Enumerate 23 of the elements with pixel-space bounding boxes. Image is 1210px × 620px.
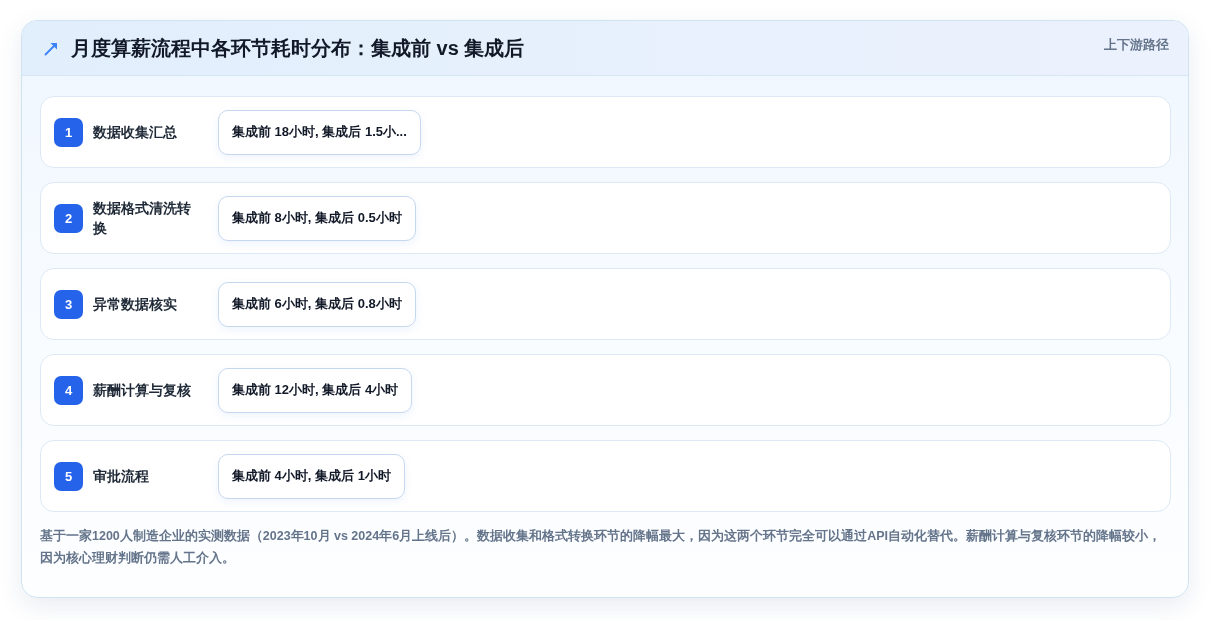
title-text: 月度算薪流程中各环节耗时分布：集成前 vs 集成后 xyxy=(71,36,525,61)
tag-text: 上下游路径 xyxy=(1104,37,1169,53)
step-number-badge: 5 xyxy=(54,461,83,491)
footnote-text: 基于一家1200人制造企业的实测数据（2023年10月 vs 2024年6月上线后）。数据收集和格式转换环节的降幅最大，因为这两个环节完全可以通过API自动化替代。薪酬计算与复核环节的降幅较小，因为核心理财判断仍需人工介入。 xyxy=(40,527,1162,567)
duration-card: 集成前 8小时, 集成后 0.5小时 xyxy=(218,195,416,241)
duration-card: 集成前 4小时, 集成后 1小时 xyxy=(218,453,405,499)
step-name: 审批流程 xyxy=(93,467,149,486)
step-row-card xyxy=(40,96,1171,168)
step-row-card xyxy=(40,440,1171,512)
duration-card: 集成前 12小时, 集成后 4小时 xyxy=(218,367,413,413)
step-name: 薪酬计算与复核 xyxy=(93,381,191,400)
step-name: 异常数据核实 xyxy=(93,295,177,314)
step-number-badge: 4 xyxy=(54,375,83,405)
step-row-card xyxy=(40,182,1171,254)
duration-card: 集成前 18小时, 集成后 1.5小... xyxy=(218,109,421,155)
step-number-badge: 2 xyxy=(54,203,83,233)
step-name: 数据格式清洗转换 xyxy=(93,199,192,238)
step-number-badge: 3 xyxy=(54,289,83,319)
step-row-card xyxy=(40,268,1171,340)
step-row-card xyxy=(40,354,1171,426)
duration-card: 集成前 6小时, 集成后 0.8小时 xyxy=(218,281,416,327)
step-number-badge: 1 xyxy=(54,117,83,147)
step-name: 数据收集汇总 xyxy=(93,123,177,142)
